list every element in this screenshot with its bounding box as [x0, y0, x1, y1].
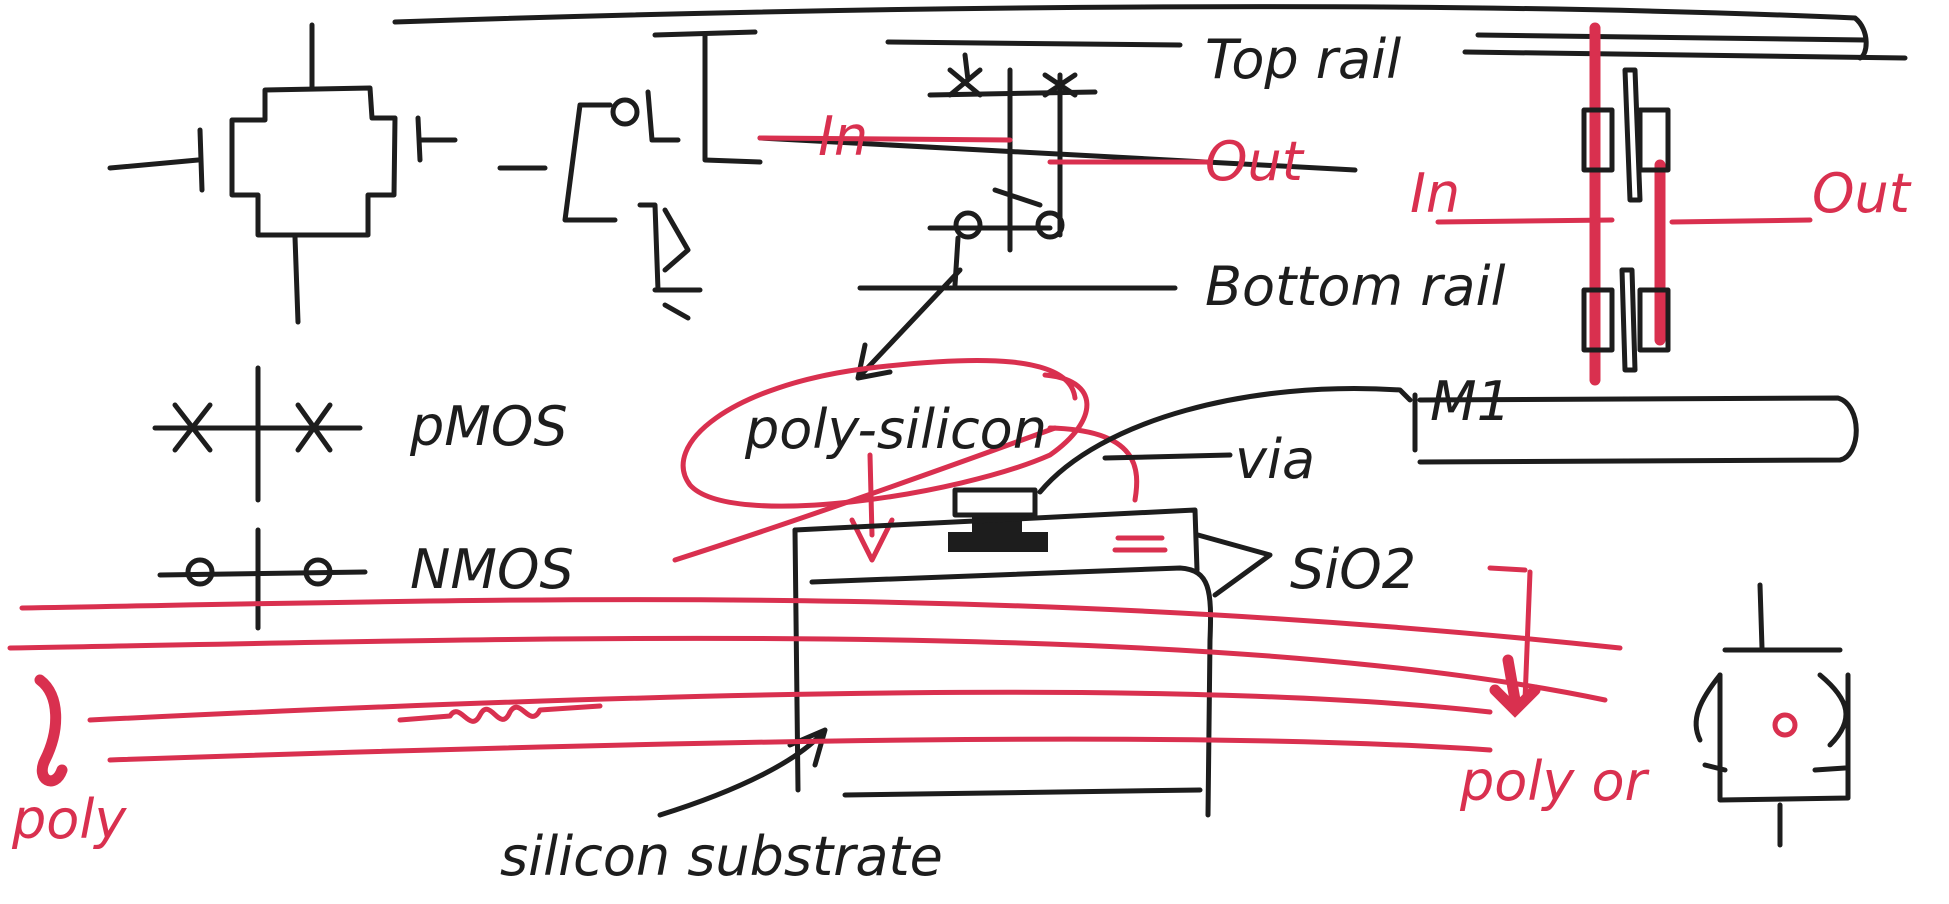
label-via: via	[1235, 428, 1315, 491]
inverter-sketch	[497, 29, 763, 321]
cmos-inverter-schematic	[757, 39, 1358, 291]
label-out-right: Out	[1812, 162, 1912, 225]
poly-silicon-loops	[672, 357, 1168, 563]
label-pmos: pMOS	[409, 395, 568, 458]
poly-lines	[7, 565, 1623, 787]
label-poly-left: poly	[11, 788, 127, 851]
label-out-left: Out	[1205, 130, 1305, 193]
label-top-rail: Top rail	[1205, 28, 1401, 91]
label-nmos: NMOS	[410, 538, 574, 601]
substrate-box	[657, 507, 1273, 818]
label-m1: M1	[1430, 370, 1511, 433]
layout-sketch	[1412, 22, 1908, 465]
label-poly-silicon: poly-silicon	[744, 398, 1047, 461]
label-poly-or: poly or	[1459, 750, 1649, 813]
label-bottom-rail: Bottom rail	[1205, 255, 1506, 318]
mos-legend	[152, 365, 368, 631]
label-sio2: SiO2	[1290, 538, 1416, 601]
poly-silicon-arrow	[855, 267, 963, 381]
label-in-left: In	[818, 105, 868, 168]
label-in-right: In	[1410, 162, 1460, 225]
transistor-symbol-small	[1693, 582, 1851, 848]
label-silicon-substrate: silicon substrate	[500, 825, 943, 888]
transistor-symbol	[107, 22, 458, 325]
top-border-stroke	[392, 4, 1869, 61]
